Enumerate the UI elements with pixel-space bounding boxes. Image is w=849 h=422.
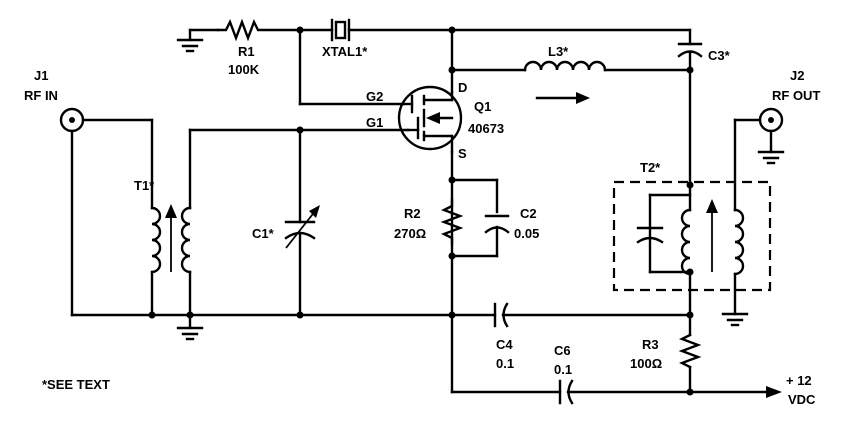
variable-capacitor-t2-tuning xyxy=(636,226,664,244)
c1-label: C1* xyxy=(252,226,275,241)
r2-label: R2 xyxy=(404,206,421,221)
t2-label: T2* xyxy=(640,160,661,175)
variable-capacitor-c1 xyxy=(284,128,320,317)
transformer-t1 xyxy=(150,204,192,317)
r1-value-label: 100K xyxy=(228,62,260,77)
l3-label: L3* xyxy=(548,44,569,59)
j2-desc-label: RF OUT xyxy=(772,88,820,103)
r3-label: R3 xyxy=(642,337,659,352)
r1-label: R1 xyxy=(238,44,255,59)
c4-value-label: 0.1 xyxy=(496,356,514,371)
c6-label: C6 xyxy=(554,343,571,358)
crystal-xtal1 xyxy=(298,18,454,42)
g2-label: G2 xyxy=(366,89,383,104)
supply-unit-label: VDC xyxy=(788,392,816,407)
c6-value-label: 0.1 xyxy=(554,362,572,377)
t1-ground-symbol xyxy=(176,313,204,341)
supply-label: + 12 xyxy=(786,373,812,388)
d-label: D xyxy=(458,80,467,95)
j2-ground-symbol xyxy=(757,129,785,165)
mosfet-q1 xyxy=(397,85,463,154)
resistor-r1 xyxy=(216,18,302,42)
transformer-t2-shield xyxy=(612,180,772,292)
xtal1-label: XTAL1* xyxy=(322,44,368,59)
r2-value-label: 270Ω xyxy=(394,226,426,241)
j1-desc-label: RF IN xyxy=(24,88,58,103)
c4-label: C4 xyxy=(496,337,513,352)
t2-ground-symbol xyxy=(721,312,749,327)
q1-part-label: 40673 xyxy=(468,121,504,136)
r3-value-label: 100Ω xyxy=(630,356,662,371)
resistor-r2 xyxy=(440,198,464,246)
current-arrow xyxy=(535,92,590,104)
r1-ground-symbol xyxy=(176,28,220,53)
t1-label: T1* xyxy=(134,178,155,193)
inductor-l3 xyxy=(523,60,607,72)
q1-label: Q1 xyxy=(474,99,491,114)
j1-label: J1 xyxy=(34,68,48,83)
resistor-r3 xyxy=(678,333,702,369)
c3-label: C3* xyxy=(708,48,731,63)
capacitor-c3 xyxy=(677,28,703,187)
s-label: S xyxy=(458,146,467,161)
g1-label: G1 xyxy=(366,115,383,130)
jack-j1 xyxy=(59,107,85,133)
j2-label: J2 xyxy=(790,68,804,83)
c2-label: C2 xyxy=(520,206,537,221)
c2-value-label: 0.05 xyxy=(514,226,539,241)
transformer-t2 xyxy=(680,199,745,276)
see-text-note: *SEE TEXT xyxy=(42,377,110,392)
jack-j2 xyxy=(758,107,784,133)
